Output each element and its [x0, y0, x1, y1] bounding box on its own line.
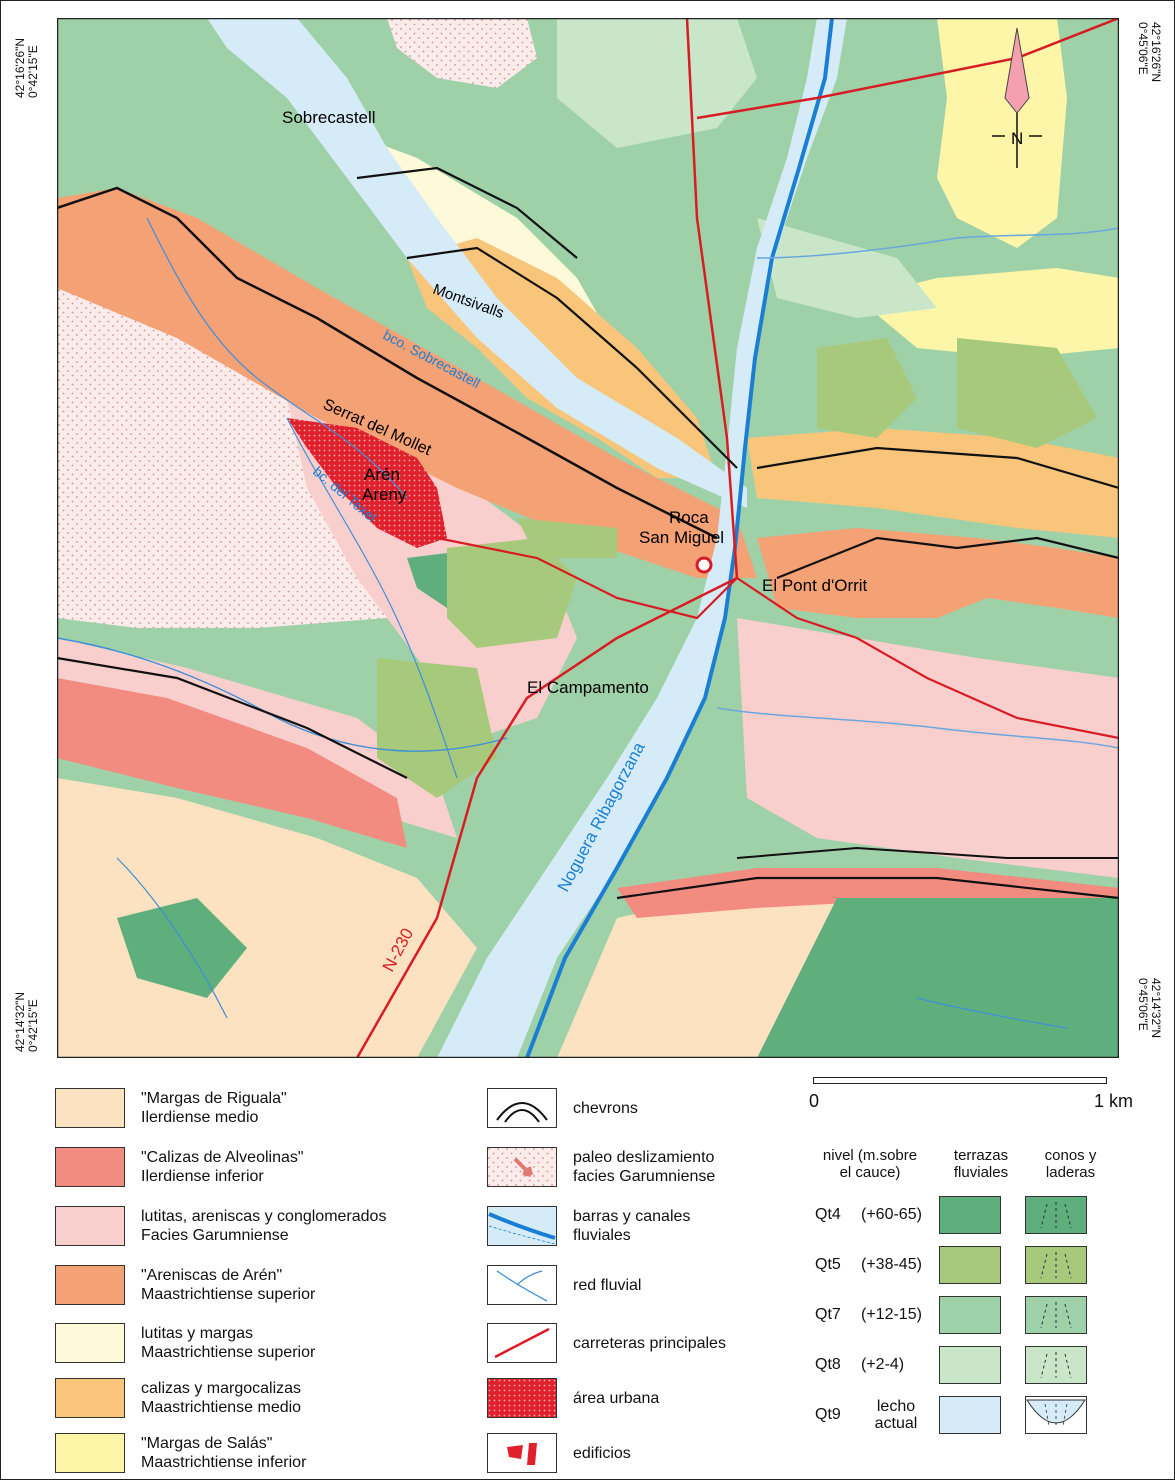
legend-item-alveolinas: "Calizas de Alveolinas"Ilerdiense inferi…	[55, 1147, 304, 1187]
paleo-slide-n	[387, 18, 537, 88]
alveolinas-sw	[57, 678, 407, 848]
garumn-east	[737, 618, 1119, 878]
qt8-ne	[757, 218, 937, 318]
label-pont-orrit: El Pont d'Orrit	[762, 576, 868, 595]
qt5-e2	[957, 338, 1097, 448]
legend-item-salas: "Margas de Salás"Maastrichtiense inferio…	[55, 1433, 306, 1473]
label-north: N	[1011, 129, 1023, 148]
qt5-roca	[517, 518, 617, 558]
legend-item-edificios: edificios	[487, 1433, 631, 1473]
salas-ne	[937, 18, 1067, 248]
label-sobrecastell: Sobrecastell	[282, 108, 376, 127]
legend-item-red-fluvial: red fluvial	[487, 1265, 641, 1305]
north-arrow	[992, 27, 1042, 168]
qt4-se	[757, 898, 1119, 1058]
qt-row-qt5: Qt5 (+38-45)	[815, 1246, 1087, 1284]
road-north	[685, 18, 739, 579]
noguera-bed	[437, 18, 847, 1058]
label-san-miguel: San Miguel	[639, 528, 724, 547]
calizas-east	[747, 428, 1119, 538]
qt4-sw	[117, 898, 247, 998]
legend-item-riguala: "Margas de Riguala"Ilerdiense medio	[55, 1088, 287, 1128]
qt-row-qt9: Qt9 lecho actual	[815, 1396, 1087, 1434]
label-roca: Roca	[669, 508, 709, 527]
legend-item-chevrons: chevrons	[487, 1088, 638, 1128]
label-campamento: El Campamento	[527, 678, 649, 697]
legend-item-urbana: área urbana	[487, 1378, 659, 1418]
urban-aren	[287, 418, 447, 548]
label-areny: Areny	[362, 485, 407, 504]
label-aren: Arén	[364, 465, 400, 484]
qt-row-qt7: Qt7 (+12-15)	[815, 1296, 1087, 1334]
legend-item-areniscas: "Areniscas de Arén"Maastrichtiense super…	[55, 1265, 315, 1305]
riguala-sw	[57, 778, 477, 1058]
roca-marker	[695, 556, 713, 574]
bco-sobrecastell-bed	[207, 18, 747, 508]
qt5-e1	[817, 338, 917, 438]
areniscas-ridge	[57, 188, 757, 578]
geologic-map: Sobrecastell Montsivalls bco. Sobrecaste…	[57, 18, 1119, 1058]
road-n230	[355, 576, 738, 1058]
legend-item-carreteras: carreteras principales	[487, 1323, 726, 1363]
qt-row-qt8: Qt8 (+2-4)	[815, 1346, 1087, 1384]
qt5-south	[377, 658, 497, 798]
qt5-centre	[447, 538, 577, 648]
qt-row-qt4: Qt4 (+60-65)	[815, 1196, 1087, 1234]
